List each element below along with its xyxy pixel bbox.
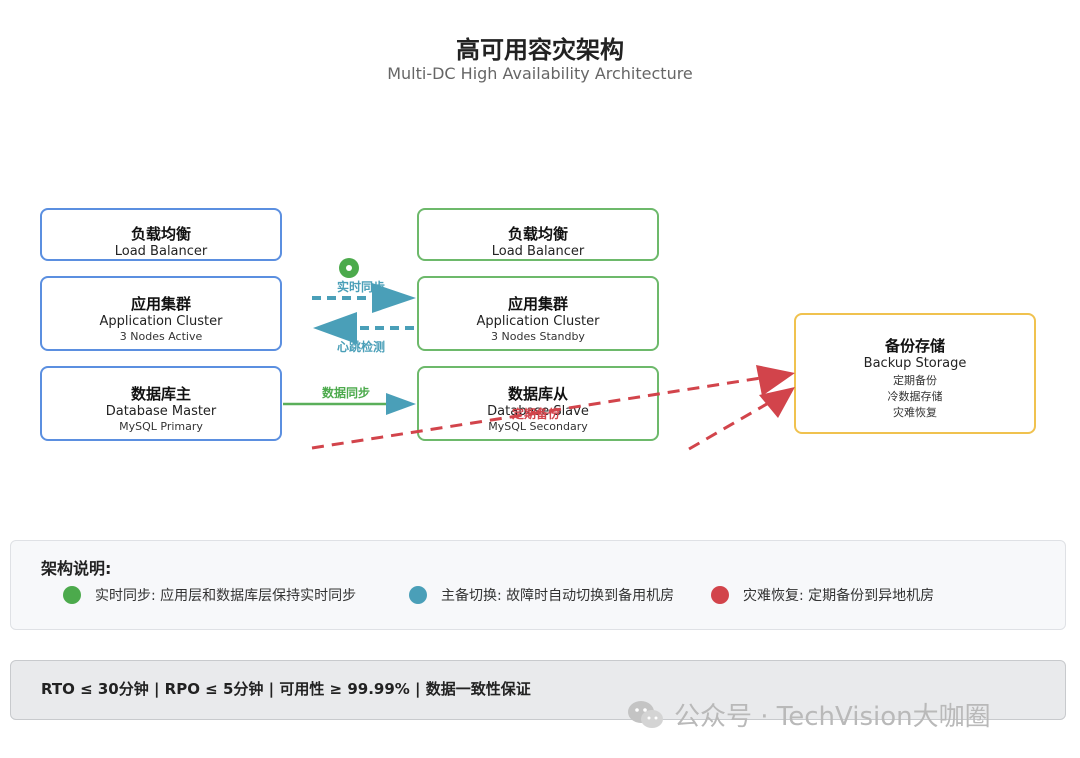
- metrics-text: RTO ≤ 30分钟 | RPO ≤ 5分钟 | 可用性 ≥ 99.99% | …: [41, 680, 531, 698]
- watermark: 公众号 · TechVision大咖圈: [626, 696, 991, 733]
- box-detail: 3 Nodes Active: [119, 330, 203, 343]
- backup-storage-box[interactable]: 备份存储 Backup Storage 定期备份 冷数据存储 灾难恢复: [794, 313, 1036, 434]
- box-title: 负载均衡: [507, 225, 568, 243]
- box-title: 负载均衡: [130, 225, 191, 243]
- notes-title: 架构说明:: [41, 559, 112, 578]
- backup-arrowhead-primary: [756, 365, 795, 396]
- box-english-label: Load Balancer: [491, 244, 585, 259]
- realtime-sync-label: 实时同步: [337, 280, 386, 294]
- box-detail: MySQL Primary: [119, 420, 203, 433]
- page-title: 高可用容灾架构: [456, 36, 624, 64]
- metrics-bar: RTO ≤ 30分钟 | RPO ≤ 5分钟 | 可用性 ≥ 99.99% | …: [10, 660, 1066, 720]
- legend-text: 实时同步: 应用层和数据库层保持实时同步: [95, 588, 357, 604]
- green-dot-icon: [63, 586, 81, 604]
- legend-text: 灾难恢复: 定期备份到异地机房: [743, 588, 935, 604]
- legend-item-realtime-sync: 实时同步: 应用层和数据库层保持实时同步: [63, 585, 356, 605]
- box-title: 备份存储: [884, 337, 945, 355]
- box-title: 数据库主: [130, 385, 191, 403]
- realtime-sync-arrowhead: [372, 283, 416, 313]
- data-sync-arrowhead: [386, 393, 416, 415]
- backup-arrow-secondary: [688, 399, 773, 451]
- secondary-load-balancer-box[interactable]: 负载均衡 Load Balancer: [417, 208, 659, 261]
- backup-item: 定期备份: [893, 374, 937, 387]
- scheduled-backup-label: 定期备份: [512, 407, 561, 421]
- box-title: 应用集群: [507, 295, 568, 313]
- box-english-label: Application Cluster: [476, 314, 600, 329]
- backup-item: 灾难恢复: [893, 406, 937, 419]
- data-sync-label: 数据同步: [322, 386, 371, 400]
- box-detail: 3 Nodes Standby: [491, 330, 585, 343]
- page-subtitle: Multi-DC High Availability Architecture: [387, 64, 693, 83]
- architecture-notes-panel: 架构说明: 实时同步: 应用层和数据库层保持实时同步 主备切换: 故障时自动切换…: [10, 540, 1066, 630]
- legend-item-failover: 主备切换: 故障时自动切换到备用机房: [409, 585, 674, 605]
- wechat-icon: [628, 700, 663, 728]
- box-english-label: Database Master: [105, 404, 217, 419]
- box-english-label: Application Cluster: [99, 314, 223, 329]
- red-dot-icon: [711, 586, 729, 604]
- box-title: 数据库从: [507, 385, 568, 403]
- teal-dot-icon: [409, 586, 427, 604]
- backup-item: 冷数据存储: [887, 390, 943, 403]
- primary-database-box[interactable]: 数据库主 Database Master MySQL Primary: [40, 366, 282, 441]
- legend-item-disaster-recovery: 灾难恢复: 定期备份到异地机房: [711, 585, 934, 605]
- secondary-app-cluster-box[interactable]: 应用集群 Application Cluster 3 Nodes Standby: [417, 276, 659, 351]
- box-english-label: Load Balancer: [114, 244, 208, 259]
- heartbeat-label: 心跳检测: [337, 340, 386, 354]
- secondary-database-box[interactable]: 数据库从 Database Slave MySQL Secondary: [417, 366, 659, 441]
- primary-load-balancer-box[interactable]: 负载均衡 Load Balancer: [40, 208, 282, 261]
- box-english-label: Backup Storage: [863, 356, 967, 371]
- box-title: 应用集群: [130, 295, 191, 313]
- heartbeat-arrowhead: [313, 312, 357, 344]
- legend-text: 主备切换: 故障时自动切换到备用机房: [441, 588, 675, 604]
- watermark-text: 公众号 · TechVision大咖圈: [674, 702, 991, 732]
- primary-app-cluster-box[interactable]: 应用集群 Application Cluster 3 Nodes Active: [40, 276, 282, 351]
- box-detail: MySQL Secondary: [488, 420, 588, 433]
- backup-arrowhead-secondary: [759, 387, 795, 418]
